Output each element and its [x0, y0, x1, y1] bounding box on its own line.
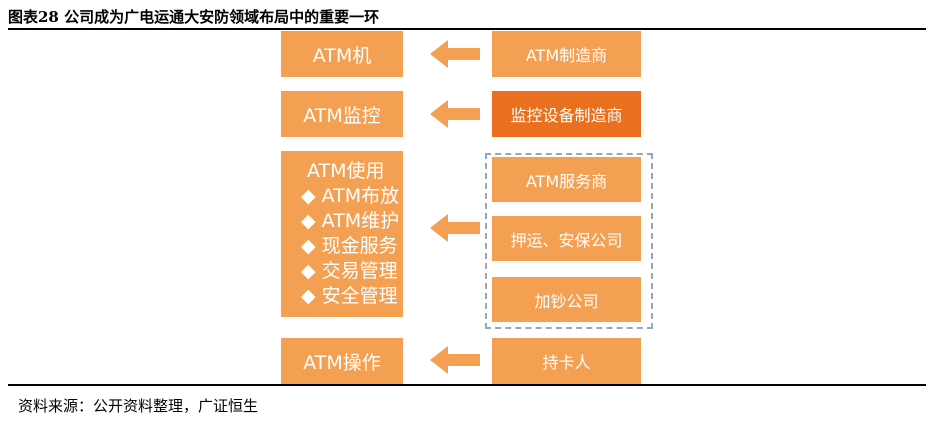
escort-security-box: 押运、安保公司: [492, 216, 641, 261]
top-rule: [8, 28, 926, 30]
bottom-rule: [8, 384, 926, 386]
usage-item-maintain: ATM维护: [301, 209, 400, 234]
arrow-to-atm-operation: [430, 346, 480, 374]
atm-manufacturer-box: ATM制造商: [492, 31, 641, 77]
service-group-frame: [485, 153, 653, 329]
arrow-to-atm-machine: [430, 40, 480, 68]
arrow-to-atm-usage: [430, 214, 480, 242]
atm-monitor-box: ATM监控: [281, 91, 403, 137]
arrow-to-atm-monitor: [430, 100, 480, 128]
atm-service-provider-box: ATM服务商: [492, 157, 641, 202]
usage-item-deploy: ATM布放: [301, 184, 400, 209]
source-note: 资料来源：公开资料整理，广证恒生: [18, 397, 259, 415]
atm-usage-title: ATM使用: [307, 160, 385, 182]
atm-usage-box: ATM使用 ATM布放 ATM维护 现金服务 交易管理 安全管理: [281, 151, 403, 317]
atm-operation-box: ATM操作: [281, 338, 403, 384]
cardholder-box: 持卡人: [492, 338, 641, 384]
monitor-manufacturer-box: 监控设备制造商: [492, 91, 641, 137]
figure-title: 图表28 公司成为广电运通大安防领域布局中的重要一环: [8, 8, 380, 26]
usage-item-cash: 现金服务: [301, 234, 398, 259]
atm-machine-box: ATM机: [281, 31, 403, 77]
usage-item-transaction: 交易管理: [301, 259, 398, 284]
cash-loading-box: 加钞公司: [492, 277, 641, 322]
usage-item-security: 安全管理: [301, 284, 398, 309]
